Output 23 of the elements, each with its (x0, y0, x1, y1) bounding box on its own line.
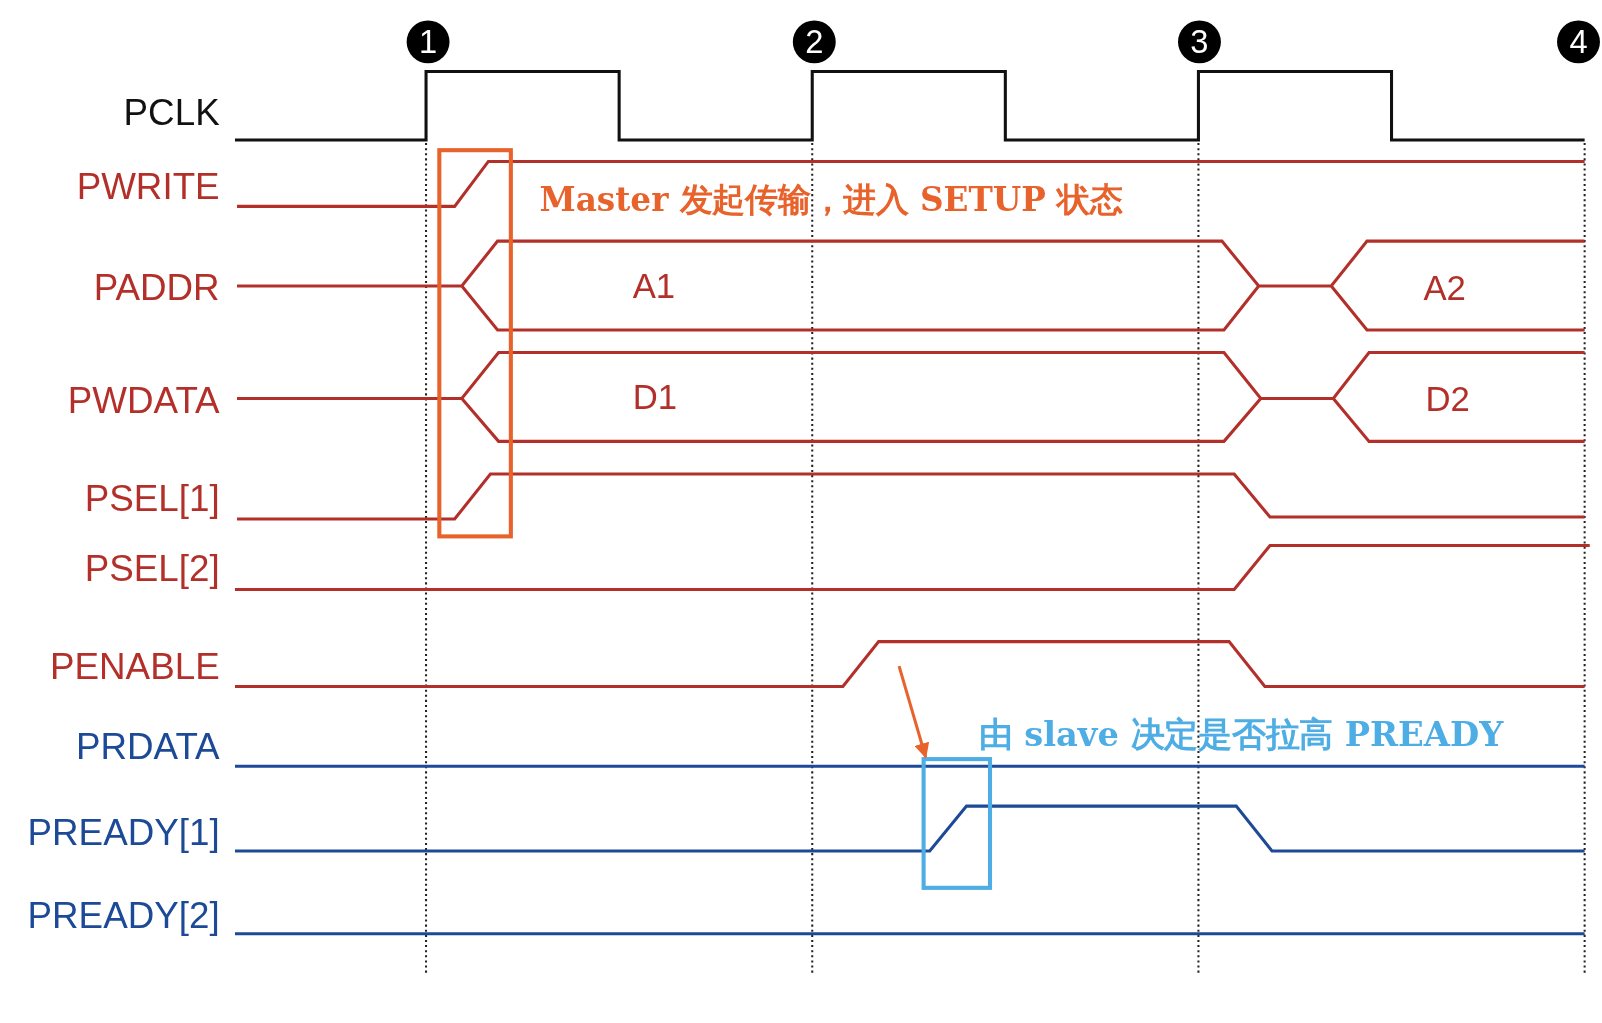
signal-name: PRDATA (75, 728, 220, 766)
callout-number: 3 (1178, 20, 1221, 64)
callout-number: 4 (1557, 20, 1600, 64)
bus-value: A1 (632, 268, 676, 304)
highlight-box (437, 148, 513, 539)
signal-name: PSEL[1] (84, 480, 220, 517)
annotation-text: 由 slave 决定是否拉高 PREADY (978, 716, 1504, 751)
signal-name: PWDATA (67, 382, 220, 419)
bus-value: A2 (1423, 270, 1466, 306)
callout-number: 2 (792, 20, 836, 64)
highlight-box (921, 757, 993, 890)
bus-value: D2 (1425, 381, 1470, 416)
signal-name: PADDR (93, 269, 220, 307)
signal-name: PCLK (123, 94, 220, 131)
bus-value: D1 (632, 379, 678, 414)
signal-name: PSEL[2] (84, 550, 220, 588)
annotation-text: Master 发起传输，进入 SETUP 状态 (539, 183, 1123, 217)
callout-number: 1 (406, 20, 450, 64)
arrow (897, 665, 930, 759)
signal-name: PREADY[1] (27, 814, 220, 852)
signal-name: PWRITE (76, 168, 220, 206)
signal-name: PREADY[2] (27, 897, 220, 934)
signal-name: PENABLE (50, 648, 220, 686)
